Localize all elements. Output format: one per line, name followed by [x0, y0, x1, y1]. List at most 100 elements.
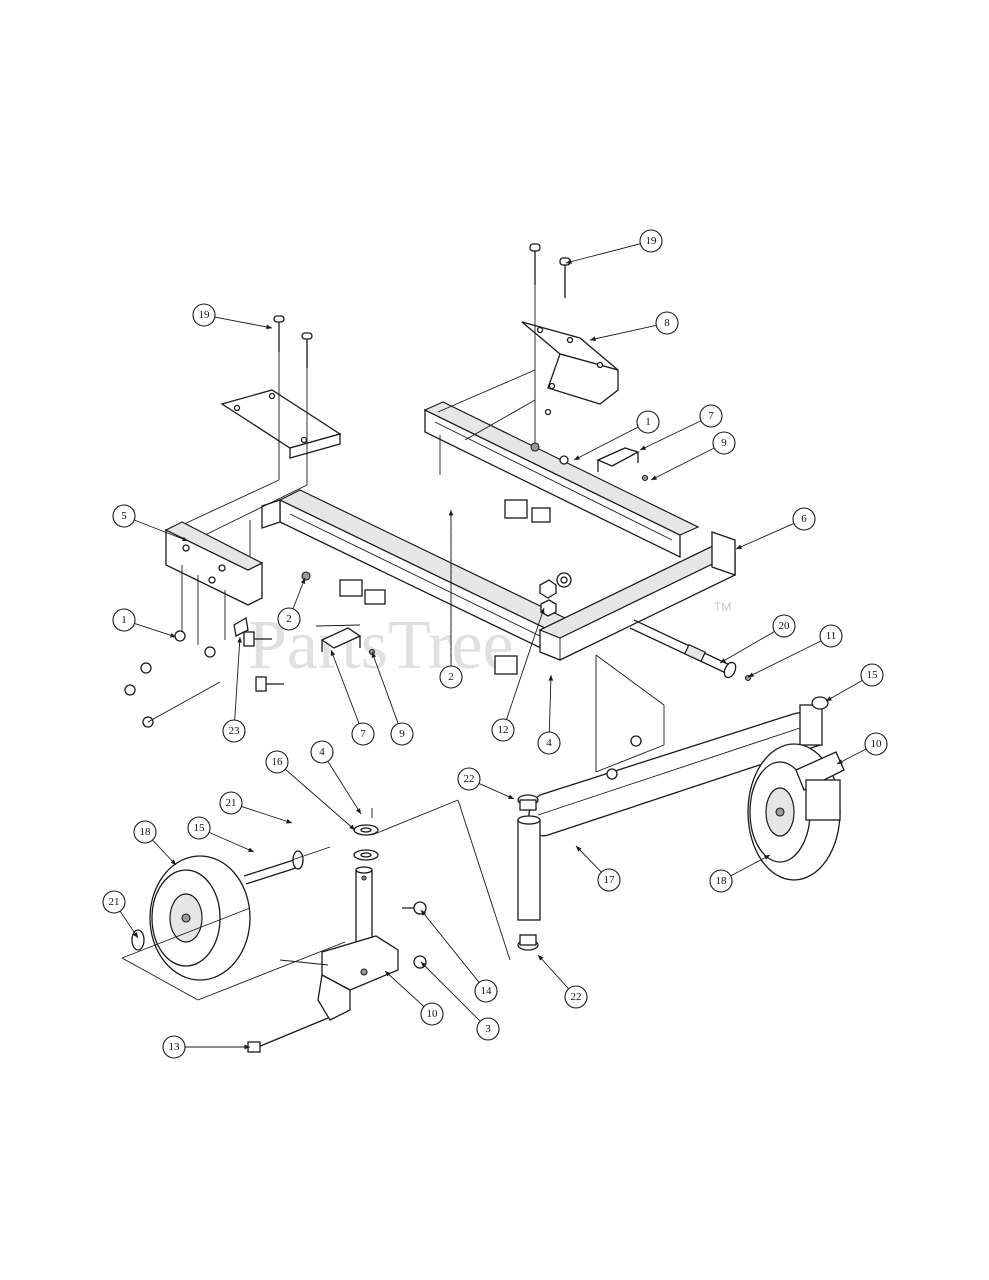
callout-number: 1 [121, 614, 127, 626]
leader-line [371, 651, 399, 724]
callout-part-1: 1 [573, 410, 660, 461]
callout-bubble [537, 731, 561, 755]
leader-arrowhead [651, 475, 657, 480]
left-caster-assembly [247, 824, 427, 1053]
callout-part-11: 11 [747, 624, 843, 678]
callout-part-4: 4 [310, 740, 362, 815]
callout-part-5: 5 [112, 504, 189, 542]
leader-line [234, 636, 241, 721]
leader-line [134, 519, 189, 542]
leader-arrowhead [508, 794, 514, 799]
leader-line [825, 680, 863, 702]
callout-bubble [655, 311, 679, 335]
callout-part-17: 17 [575, 845, 621, 892]
leader-line [639, 420, 702, 451]
callout-part-2: 2 [277, 577, 306, 631]
callout-number: 22 [571, 991, 582, 1003]
callout-number: 10 [871, 738, 883, 750]
leader-arrowhead [237, 637, 242, 643]
leader-line [650, 447, 715, 481]
leader-line [420, 909, 480, 983]
callout-number: 21 [226, 797, 237, 809]
leader-line [134, 622, 177, 638]
callout-bubble [351, 722, 375, 746]
callout-number: 14 [481, 985, 493, 997]
leader-arrowhead [764, 855, 770, 860]
callout-number: 6 [801, 513, 807, 525]
leader-arrowhead [837, 759, 843, 764]
callout-number: 9 [399, 728, 405, 740]
callout-bubble [474, 979, 498, 1003]
leader-line [719, 631, 775, 664]
callout-number: 16 [272, 756, 284, 768]
callout-number: 19 [199, 309, 211, 321]
leader-arrowhead [385, 971, 391, 977]
callout-number: 12 [498, 724, 509, 736]
callout-bubble [133, 820, 157, 844]
callout-bubble [636, 410, 660, 434]
callout-number: 17 [604, 874, 616, 886]
callout-number: 18 [716, 875, 728, 887]
callout-number: 15 [867, 669, 879, 681]
callout-bubble [476, 1017, 500, 1041]
callout-bubble [709, 869, 733, 893]
callout-part-2: 2 [439, 510, 463, 689]
callout-number: 23 [229, 725, 241, 737]
left-side-plate [164, 521, 264, 645]
callout-number: 19 [646, 235, 658, 247]
callout-part-16: 16 [265, 750, 356, 831]
callout-part-12: 12 [491, 607, 545, 742]
callout-number: 4 [546, 737, 552, 749]
callout-part-19: 19 [192, 303, 273, 330]
left-wheel [121, 846, 346, 1001]
callout-number: 21 [109, 896, 120, 908]
guide-lines [371, 799, 511, 961]
callout-bubble [277, 607, 301, 631]
leader-arrowhead [538, 955, 544, 961]
callout-part-14: 14 [420, 909, 498, 1003]
callout-bubble [420, 1002, 444, 1026]
leader-arrowhead [170, 859, 176, 865]
callout-bubble [192, 303, 216, 327]
leader-arrowhead [182, 536, 188, 542]
callout-part-20: 20 [719, 614, 796, 664]
leader-line [565, 243, 641, 264]
leader-arrowhead [371, 652, 377, 658]
callout-number: 8 [664, 317, 670, 329]
callout-number: 18 [140, 826, 152, 838]
callout-number: 20 [779, 620, 791, 632]
callout-part-18: 18 [709, 854, 771, 893]
pivot-shaft [629, 619, 752, 682]
leader-arrowhead [170, 633, 176, 638]
leader-arrowhead [349, 824, 355, 830]
hardware-left [124, 571, 311, 728]
callout-bubble [112, 608, 136, 632]
callout-bubble [390, 722, 414, 746]
right-mount-plate [437, 243, 619, 452]
leader-arrowhead [574, 455, 580, 460]
leader-line [730, 854, 771, 877]
leader-line [214, 316, 273, 329]
callout-number: 13 [169, 1041, 181, 1053]
callout-part-1: 1 [112, 608, 177, 638]
callout-bubble [772, 614, 796, 638]
leader-line [327, 761, 362, 815]
front-axle-arm [517, 654, 829, 951]
callout-part-13: 13 [162, 1035, 250, 1059]
leader-line [575, 845, 602, 873]
leader-arrowhead [244, 1044, 250, 1050]
callout-part-9: 9 [371, 651, 414, 746]
leader-arrowhead [826, 696, 832, 701]
callout-part-18: 18 [133, 820, 177, 866]
callout-number: 4 [319, 746, 325, 758]
callout-number: 15 [194, 822, 206, 834]
leader-arrowhead [421, 962, 427, 968]
callout-bubble [265, 750, 289, 774]
callout-number: 1 [645, 416, 651, 428]
callout-bubble [864, 732, 888, 756]
callout-number: 9 [721, 437, 727, 449]
leader-line [152, 839, 177, 866]
leader-arrowhead [590, 336, 596, 342]
callout-number: 22 [464, 773, 475, 785]
